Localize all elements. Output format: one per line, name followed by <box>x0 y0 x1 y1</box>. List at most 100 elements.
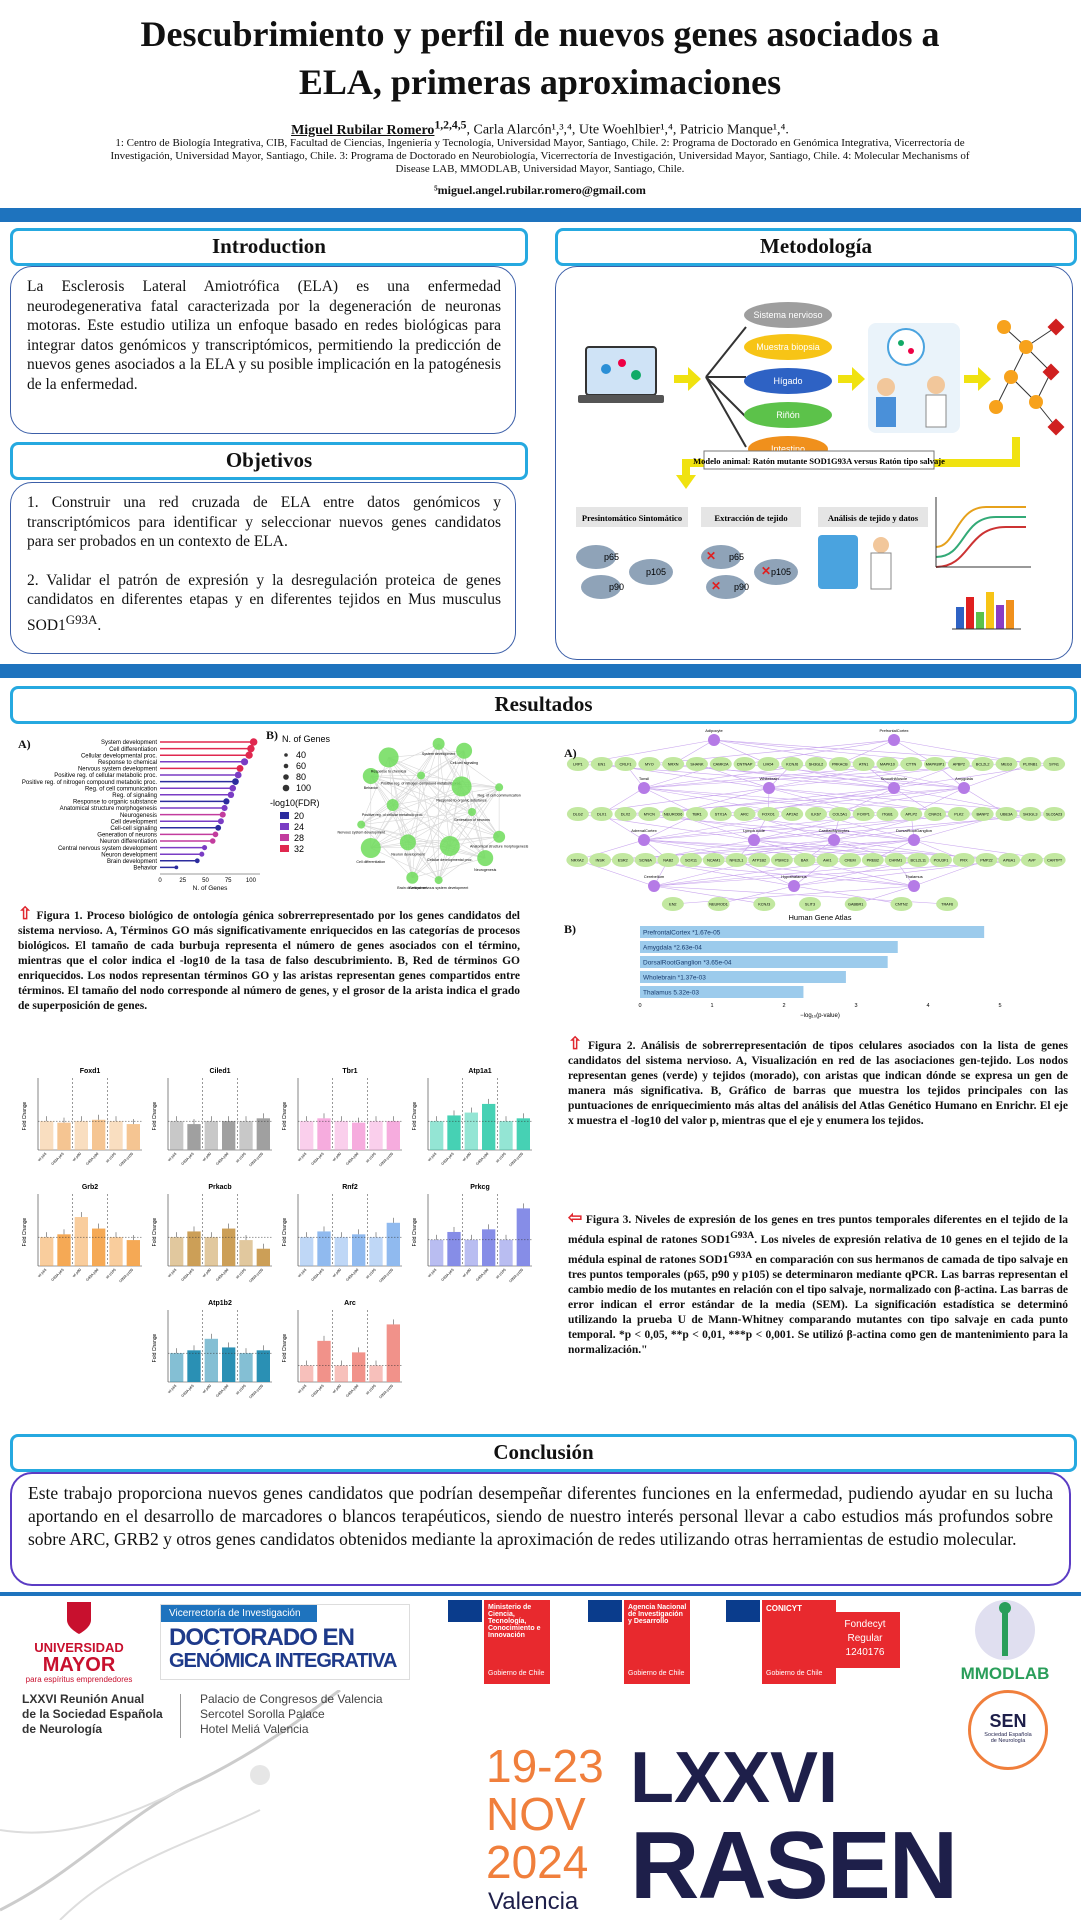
go-term-label: Nervous system development <box>78 767 157 773</box>
network-edge <box>673 763 895 789</box>
gene-node <box>971 807 994 821</box>
arrow-icon <box>964 367 991 391</box>
x-tick-label: 3 <box>854 1003 857 1009</box>
qpcr-bar <box>204 1121 218 1150</box>
svg-text:24: 24 <box>294 822 304 832</box>
go-node-label: Neurogenesis <box>474 868 496 872</box>
go-lollipop-dot <box>227 791 235 799</box>
hga-bar <box>640 971 846 983</box>
qpcr-bar <box>334 1237 348 1266</box>
network-edge <box>407 842 439 881</box>
go-node-label: Central nervous system development <box>409 886 468 890</box>
network-edge <box>673 813 755 841</box>
network-edge <box>370 811 473 849</box>
qpcr-bar <box>187 1350 201 1382</box>
qpcr-x-tick: wt p105 <box>365 1384 377 1396</box>
tissue-label: AdrenalCortex <box>631 828 657 833</box>
svg-text:p65: p65 <box>604 552 619 562</box>
gene-node <box>805 757 827 771</box>
go-term-label: Neuron differentiation <box>100 839 157 845</box>
x-axis-label: N. of Genes <box>193 885 228 892</box>
resultados-heading: Resultados <box>10 686 1077 724</box>
hga-bar <box>640 956 888 968</box>
bubble-label: Muestra biopsia <box>756 342 820 352</box>
qpcr-y-label: Fold Change <box>282 1333 288 1362</box>
network-edge <box>370 847 439 881</box>
qpcr-y-label: Fold Change <box>22 1101 28 1130</box>
gene-label: CHRM1 <box>889 859 903 863</box>
go-term-label: Neuron development <box>101 852 157 858</box>
qpcr-x-tick: wt p90 <box>332 1384 342 1394</box>
gene-label: PSMC3 <box>775 859 788 863</box>
mmodlab-logo: MMODLAB <box>950 1596 1060 1684</box>
qpcr-bar <box>204 1338 218 1382</box>
gene-label: NAB2 <box>663 859 673 863</box>
svg-text:32: 32 <box>294 844 304 854</box>
gene-label: NEUROD6 <box>664 813 683 817</box>
objetivos-heading: Objetivos <box>10 442 528 480</box>
gene-label: EN1 <box>598 763 605 767</box>
legend-title: -log10(FDR) <box>270 798 320 808</box>
go-term-label: Reg. of signaling <box>112 793 157 799</box>
go-term-label: Central nervous system development <box>58 846 157 852</box>
network-edge <box>625 787 965 815</box>
x-tick-label: 25 <box>179 878 186 884</box>
go-term-label: Cellular developmental proc. <box>81 753 157 759</box>
network-edge <box>388 750 465 758</box>
gene-label: NFE2L1 <box>729 859 743 863</box>
go-lollipop-dot <box>219 811 226 818</box>
model-label: Modelo animal: Ratón mutante SOD1G93A ve… <box>693 456 945 466</box>
go-node-label: Response to organic substance <box>436 798 486 802</box>
qpcr-bar <box>317 1118 331 1150</box>
svg-text:28: 28 <box>294 833 304 843</box>
gene-node <box>1019 757 1042 771</box>
gene-label: POU3F1 <box>934 859 949 863</box>
legend-dot <box>283 763 289 769</box>
network-edge <box>420 775 439 881</box>
network-edge <box>420 743 439 776</box>
qpcr-x-tick: G93A p65 <box>181 1384 195 1398</box>
go-node <box>357 820 366 829</box>
sponsor-logos: UNIVERSIDAD MAYOR para espíritus emprend… <box>0 1592 1081 1688</box>
hga-bar-label: Wholebrain *1.37e-03 <box>643 975 706 982</box>
gene-network-icon <box>989 318 1065 436</box>
tissue-node <box>828 834 840 846</box>
go-node-label: Reg. of cell communication <box>478 793 521 797</box>
go-lollipop-dot <box>234 771 242 779</box>
network-edge <box>449 787 500 847</box>
qpcr-bar <box>57 1122 71 1150</box>
ministerio-ciencia-logo: Ministerio de Ciencia, Tecnología, Conoc… <box>448 1600 552 1684</box>
go-lollipop-dot <box>249 738 258 746</box>
go-term-label: Response to chemical <box>98 760 157 766</box>
step-box <box>818 507 928 527</box>
gene-node <box>1043 853 1066 867</box>
gene-node <box>685 757 708 771</box>
go-lollipop-dot <box>221 804 228 812</box>
gene-node <box>828 807 851 821</box>
network-edge <box>388 757 409 843</box>
qpcr-bar <box>40 1121 54 1150</box>
network-edge <box>361 824 486 859</box>
tissue-label: Amygdala <box>955 776 974 781</box>
gene-label: SLIT3 <box>805 903 815 907</box>
qpcr-bar <box>300 1237 314 1266</box>
gene-node <box>816 853 839 867</box>
gene-node <box>995 757 1018 771</box>
tissue-label: Thalamus <box>905 874 923 879</box>
network-edge <box>388 757 451 847</box>
gene-node <box>661 897 684 911</box>
qpcr-x-tick: G93A p105 <box>508 1268 524 1284</box>
qpcr-x-tick: G93A p65 <box>51 1152 65 1166</box>
contact-email: ⁵miguel.angel.rubilar.romero@gmail.com <box>434 183 646 197</box>
gene-node <box>907 853 930 867</box>
objetivos-body: 1. Construir una red cruzada de ELA entr… <box>10 482 516 654</box>
hga-bar <box>640 926 985 938</box>
tissue-label: Adipocyte <box>705 728 723 733</box>
sen-logo: SEN Sociedad Española de Neurología <box>968 1690 1048 1770</box>
gene-node <box>971 757 994 771</box>
qpcr-gene-title: Prkcg <box>470 1184 489 1191</box>
gene-label: ESR2 <box>618 859 628 863</box>
go-node-label: Brain development <box>397 886 427 890</box>
legend-title: N. of Genes <box>282 734 331 744</box>
